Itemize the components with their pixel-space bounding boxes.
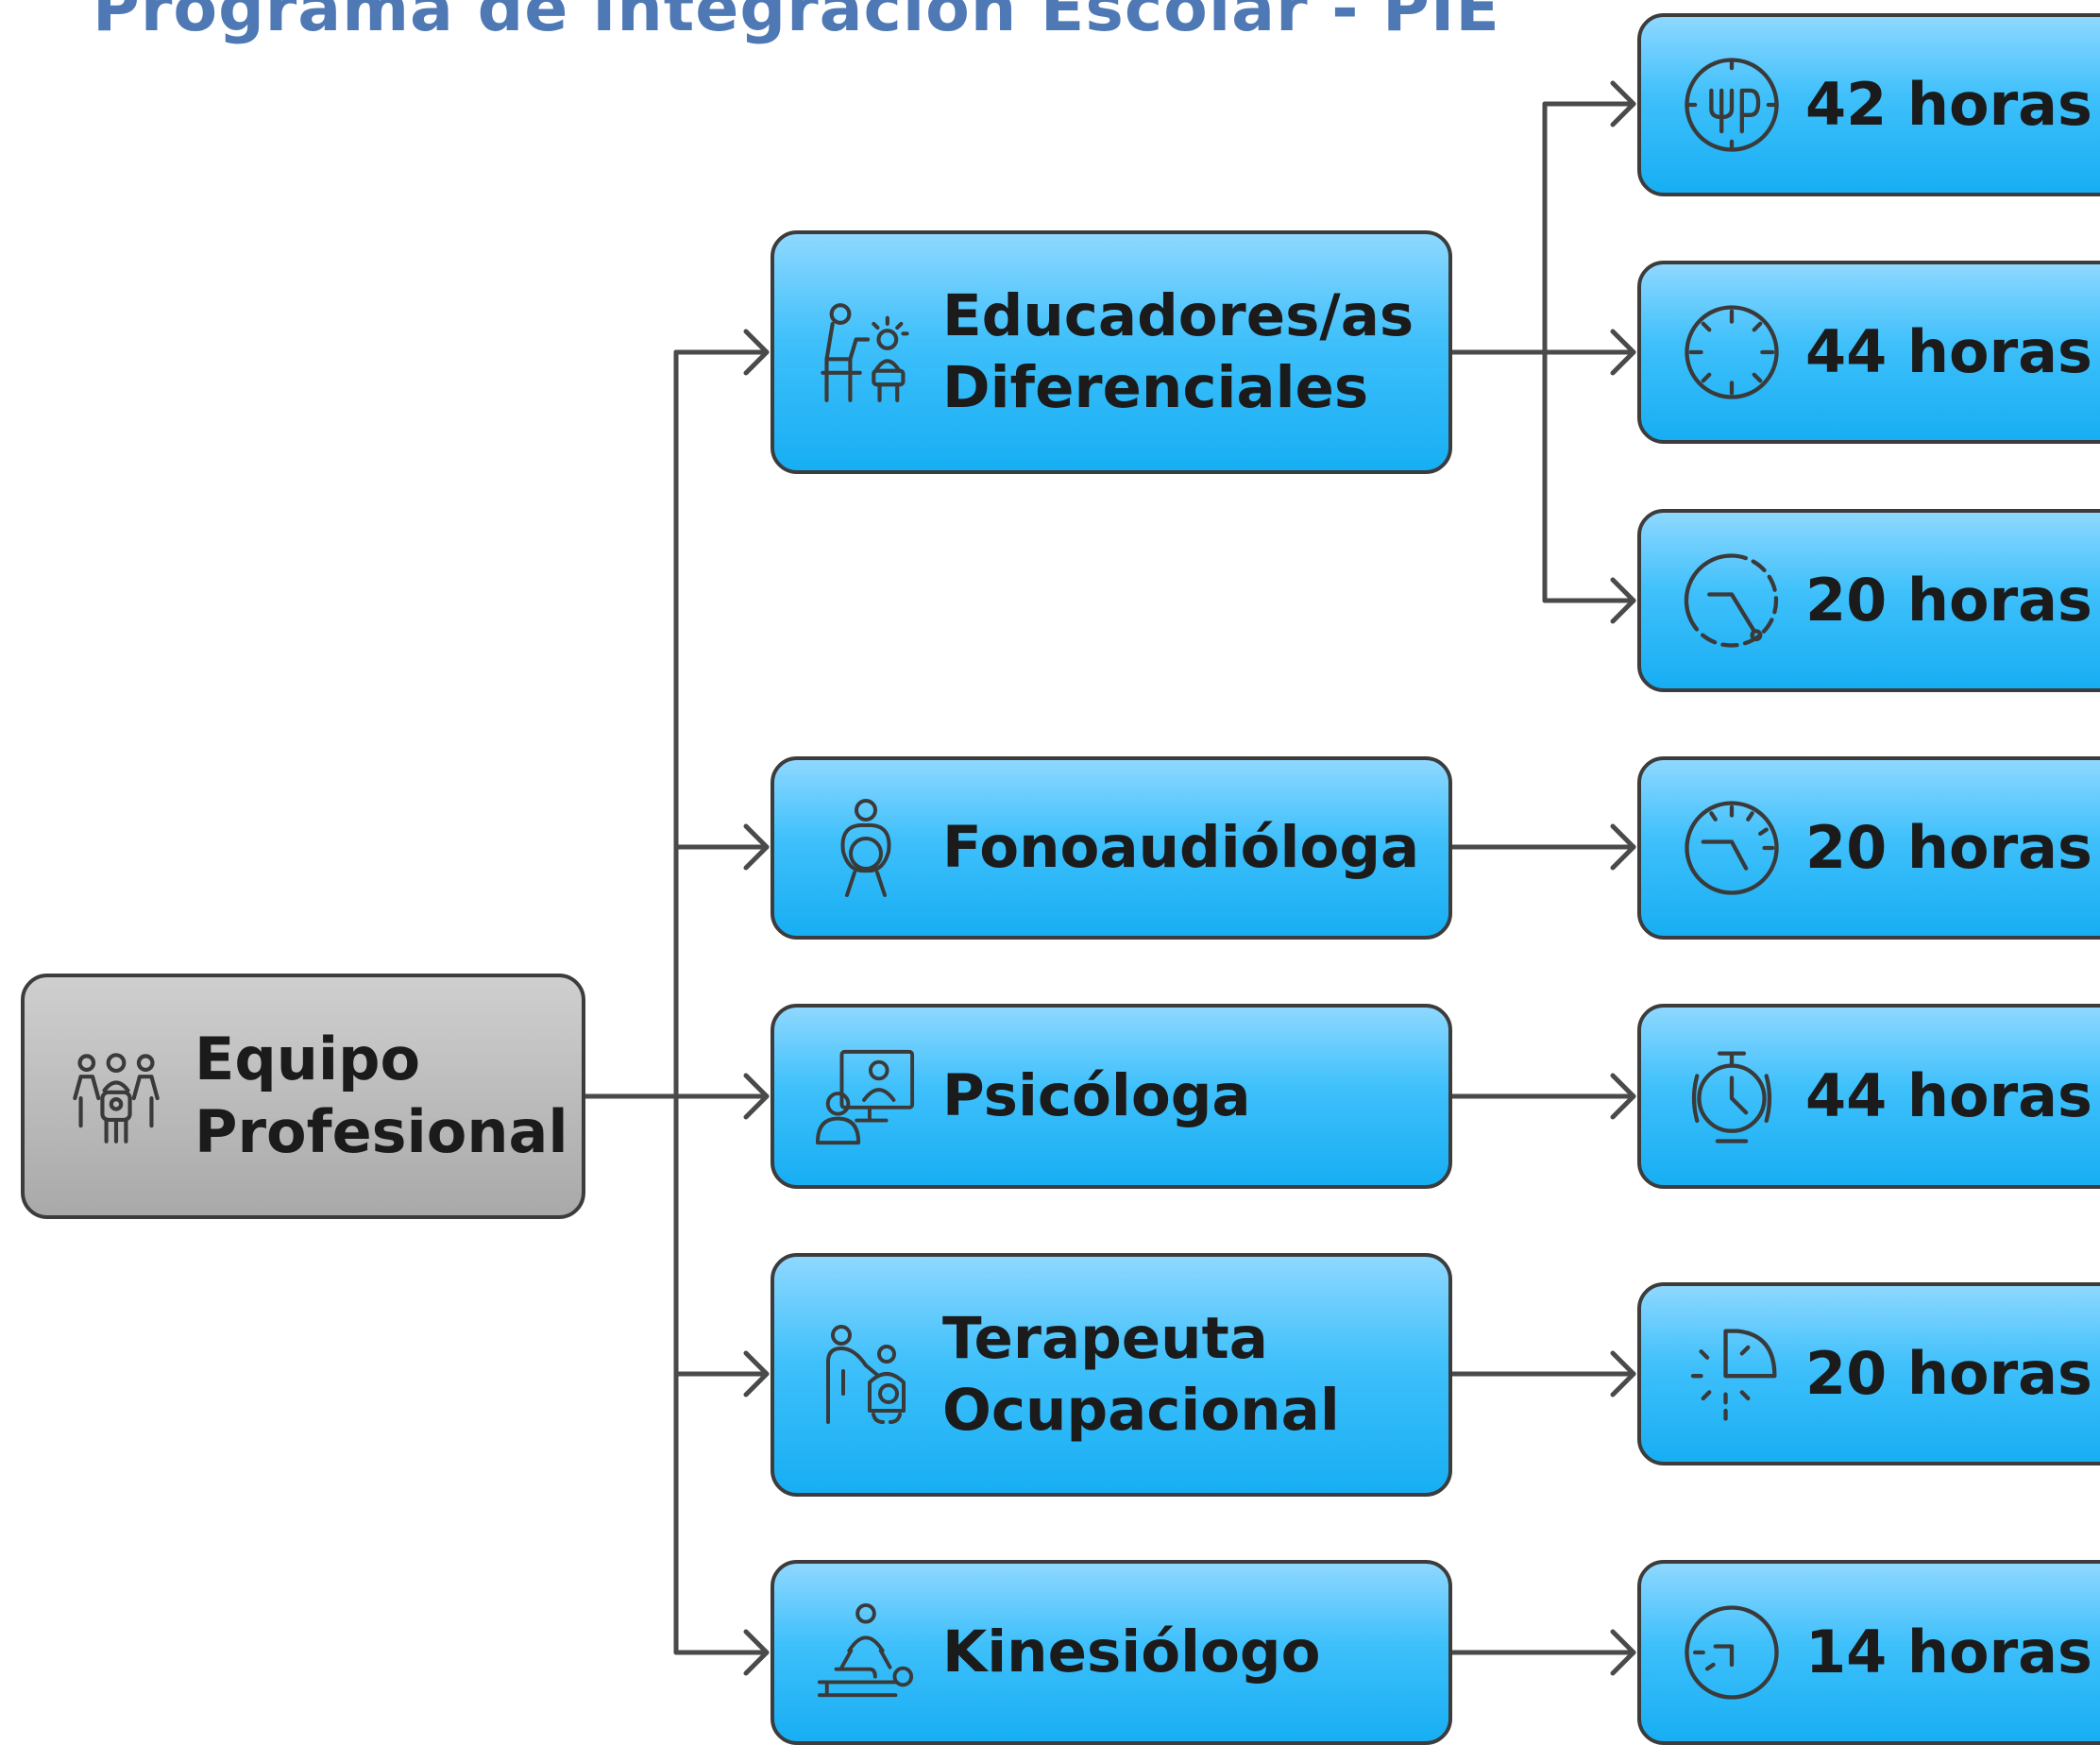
clock-icon: [1679, 797, 1785, 899]
role-node-kinesiologo: Kinesiólogo: [771, 1560, 1452, 1745]
hours-node: 20 horas: [1637, 756, 2100, 940]
diagram-title: Programa de Integración Escolar - PIE: [93, 0, 1500, 46]
hours-node: 20 horas: [1637, 509, 2100, 692]
role-node-educadores: Educadores/as Diferenciales: [771, 230, 1452, 474]
root-label-line1: Equipo: [195, 1025, 421, 1094]
hours-label: 44 horas: [1805, 316, 2092, 386]
role-label-line1: Kinesiólogo: [942, 1618, 1321, 1686]
role-node-psicologa: Psicóloga: [771, 1004, 1452, 1189]
role-label-line1: Fonoaudióloga: [942, 814, 1420, 882]
teacher-icon: [814, 300, 918, 404]
clock-icon: [1679, 301, 1785, 403]
role-label-line1: Psicóloga: [942, 1062, 1251, 1130]
root-node-equipo-profesional: Equipo Profesional: [21, 974, 585, 1219]
team-icon: [62, 1047, 170, 1145]
hours-node: 20 horas: [1637, 1282, 2100, 1465]
role-label-line2: Diferenciales: [942, 354, 1369, 421]
role-label-line1: Educadores/as: [942, 282, 1414, 350]
hours-label: 44 horas: [1805, 1060, 2092, 1130]
role-node-fonoaudiologa: Fonoaudióloga: [771, 756, 1452, 940]
alarm-clock-icon: [1679, 1045, 1785, 1147]
quarter-clock-icon: [1679, 1323, 1785, 1425]
clock-icon: [1679, 1601, 1785, 1703]
role-node-terapeuta-ocupacional: Terapeuta Ocupacional: [771, 1253, 1452, 1497]
hours-label: 20 horas: [1805, 565, 2092, 635]
psychologist-icon: [814, 1045, 918, 1147]
physiotherapy-icon: [814, 1601, 918, 1703]
role-label-line2: Ocupacional: [942, 1377, 1340, 1444]
hours-node: 14 horas: [1637, 1560, 2100, 1745]
clock-icon: [1679, 550, 1785, 652]
hours-node: 44 horas: [1637, 1004, 2100, 1189]
hours-label: 14 horas: [1805, 1617, 2092, 1686]
clock-icon: [1679, 54, 1785, 156]
root-label-line2: Profesional: [195, 1097, 568, 1166]
role-label-line1: Terapeuta: [942, 1305, 1268, 1373]
hours-label: 20 horas: [1805, 812, 2092, 882]
hours-label: 42 horas: [1805, 69, 2092, 139]
hours-node: 44 horas: [1637, 261, 2100, 444]
hours-node: 42 horas: [1637, 13, 2100, 196]
occupational-therapy-icon: [814, 1324, 918, 1426]
speech-therapy-icon: [814, 797, 918, 899]
hours-label: 20 horas: [1805, 1338, 2092, 1408]
